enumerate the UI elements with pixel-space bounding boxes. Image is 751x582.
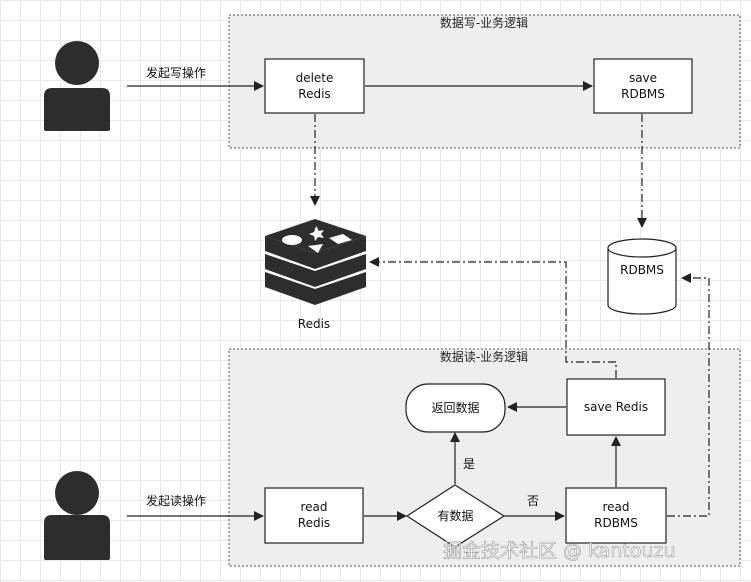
- read-redis-node: read Redis: [264, 487, 364, 544]
- read-trigger-label: 发起读操作: [146, 493, 206, 508]
- read-redis-line1: read: [300, 500, 327, 514]
- watermark: 掘金技术社区 @ kantouzu: [443, 540, 676, 562]
- rdbms-store-label: RDBMS: [620, 263, 664, 277]
- save-redis-node: save Redis: [566, 378, 666, 436]
- edge-read-rdbms-to-rdbms-store: [667, 273, 710, 517]
- database-cylinder-icon: RDBMS: [607, 238, 677, 315]
- read-user-icon: [44, 471, 110, 560]
- write-group-title: 数据写-业务逻辑: [440, 15, 528, 30]
- redis-store-label: Redis: [298, 317, 330, 331]
- delete-redis-line1: delete: [296, 71, 334, 85]
- save-rdbms-line2: RDBMS: [621, 87, 665, 101]
- save-redis-label: save Redis: [584, 400, 648, 414]
- delete-redis-line2: Redis: [298, 87, 330, 101]
- write-user-icon: [44, 41, 110, 131]
- read-rdbms-line1: read: [602, 500, 629, 514]
- has-data-label: 有数据: [437, 508, 473, 523]
- delete-redis-node: delete Redis: [264, 58, 365, 114]
- edge-decision-yes: 是: [450, 432, 475, 484]
- no-label: 否: [527, 494, 539, 508]
- read-rdbms-line2: RDBMS: [594, 516, 638, 530]
- redis-logo-icon: Redis: [265, 219, 366, 331]
- read-redis-line2: Redis: [298, 516, 330, 530]
- return-data-label: 返回数据: [431, 400, 479, 415]
- read-group-title: 数据读-业务逻辑: [440, 349, 528, 364]
- edge-read-trigger: 发起读操作: [127, 493, 264, 521]
- edge-save-redis-to-redis-store: [369, 257, 617, 378]
- yes-label: 是: [463, 457, 475, 471]
- write-trigger-label: 发起写操作: [146, 65, 206, 80]
- save-rdbms-node: save RDBMS: [593, 58, 693, 114]
- read-rdbms-node: read RDBMS: [565, 487, 667, 544]
- return-data-node: 返回数据: [405, 383, 506, 433]
- has-data-decision: 有数据: [405, 484, 506, 548]
- edge-write-trigger: 发起写操作: [127, 65, 264, 91]
- save-rdbms-line1: save: [629, 71, 657, 85]
- edge-decision-no: 否: [504, 494, 565, 521]
